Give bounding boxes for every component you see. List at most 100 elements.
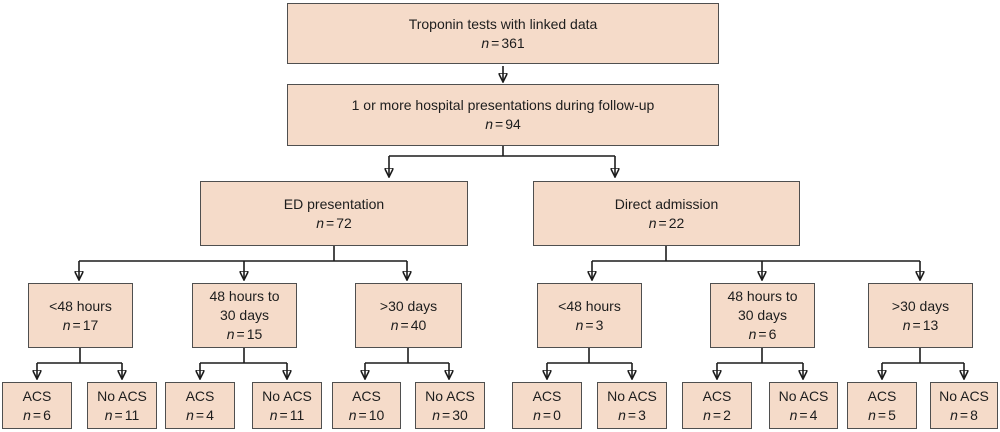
n-value: 30 — [452, 406, 468, 423]
eq-symbol: = — [358, 406, 367, 423]
node-count: n=4 — [186, 406, 214, 425]
flow-node-ed-48h-30d-acs: ACS n=4 — [165, 382, 235, 429]
node-count: n=3 — [576, 316, 604, 335]
eq-symbol: = — [32, 406, 42, 423]
node-count: n=6 — [749, 325, 777, 344]
flow-node-ed-gt30d-acs: ACS n=10 — [332, 382, 401, 429]
node-label: No ACS — [425, 387, 475, 404]
n-symbol: n — [348, 406, 357, 423]
n-symbol: n — [533, 406, 541, 423]
node-label: Direct admission — [614, 195, 719, 212]
node-label: ED presentation — [283, 195, 385, 212]
eq-symbol: = — [72, 316, 81, 333]
eq-symbol: = — [542, 406, 552, 423]
eq-symbol: = — [758, 326, 767, 342]
eq-symbol: = — [877, 406, 887, 423]
n-symbol: n — [648, 214, 657, 231]
n-value: 11 — [289, 406, 305, 423]
node-count: n=22 — [649, 214, 685, 233]
n-symbol: n — [186, 406, 194, 423]
n-symbol: n — [703, 406, 711, 423]
n-value: 0 — [553, 406, 561, 423]
n-symbol: n — [269, 406, 278, 423]
flow-node-followup: 1 or more hospital presentations during … — [287, 84, 719, 146]
node-label: 1 or more hospital presentations during … — [351, 97, 655, 113]
node-count: n=2 — [703, 406, 731, 425]
n-symbol: n — [575, 316, 584, 333]
node-label: ACS — [532, 387, 562, 404]
eq-symbol: = — [959, 406, 969, 423]
n-value: 5 — [888, 406, 896, 423]
n-value: 8 — [970, 406, 978, 423]
node-label: No ACS — [262, 387, 312, 404]
node-count: n=72 — [316, 214, 352, 233]
node-count: n=0 — [533, 406, 561, 425]
node-label: No ACS — [778, 387, 829, 404]
flow-node-direct-48h-30d-acs: ACS n=2 — [682, 382, 752, 429]
n-value: 22 — [668, 214, 685, 231]
eq-symbol: = — [400, 316, 409, 333]
n-value: 4 — [809, 406, 818, 423]
n-symbol: n — [950, 406, 958, 423]
node-count: n=94 — [485, 115, 521, 134]
n-symbol: n — [390, 316, 399, 333]
node-label: No ACS — [939, 387, 989, 404]
node-count: n=10 — [349, 406, 385, 425]
eq-symbol: = — [799, 406, 808, 423]
node-count: n=8 — [950, 406, 978, 425]
node-label: <48 hours — [49, 297, 112, 314]
eq-symbol: = — [491, 34, 500, 51]
node-count: n=4 — [790, 406, 818, 425]
flow-node-direct-lt48h-noacs: No ACS n=3 — [597, 382, 667, 429]
n-value: 40 — [410, 316, 427, 333]
n-symbol: n — [432, 406, 441, 423]
node-count: n=40 — [391, 316, 427, 335]
flow-node-direct-gt30d: >30 days n=13 — [868, 283, 973, 348]
n-symbol: n — [789, 406, 798, 423]
n-value: 94 — [505, 116, 521, 132]
n-value: 3 — [595, 316, 604, 333]
eq-symbol: = — [912, 316, 921, 333]
node-count: n=11 — [270, 406, 305, 425]
flow-node-root: Troponin tests with linked data n=361 — [287, 3, 719, 64]
n-value: 15 — [246, 326, 263, 342]
n-symbol: n — [226, 326, 235, 342]
node-label: Troponin tests with linked data — [408, 15, 598, 32]
node-label: No ACS — [97, 387, 147, 404]
node-count: n=361 — [481, 34, 524, 53]
eq-symbol: = — [658, 214, 667, 231]
flow-node-direct-48h-30d: 48 hours to 30 days n=6 — [710, 283, 815, 348]
node-count: n=6 — [23, 406, 51, 425]
eq-symbol: = — [495, 116, 504, 132]
n-value: 11 — [124, 406, 140, 423]
eq-symbol: = — [236, 326, 245, 342]
node-label: ACS — [22, 387, 52, 404]
flow-node-direct-lt48h-acs: ACS n=0 — [512, 382, 582, 429]
flow-node-ed-lt48h-acs: ACS n=6 — [2, 382, 72, 429]
node-count: n=30 — [432, 406, 468, 425]
node-label: >30 days — [891, 297, 950, 314]
flow-node-direct-lt48h: <48 hours n=3 — [537, 283, 642, 348]
flow-node-ed-lt48h-noacs: No ACS n=11 — [87, 382, 157, 429]
node-label: ACS — [185, 387, 215, 404]
n-value: 72 — [336, 214, 352, 231]
flow-node-ed-48h-30d: 48 hours to 30 days n=15 — [192, 283, 297, 348]
eq-symbol: = — [279, 406, 288, 423]
flow-node-ed-gt30d: >30 days n=40 — [355, 283, 462, 348]
flow-node-ed-48h-30d-noacs: No ACS n=11 — [252, 382, 322, 429]
node-label: ACS — [867, 387, 897, 404]
eq-symbol: = — [114, 406, 123, 423]
node-count: n=17 — [63, 316, 99, 335]
eq-symbol: = — [442, 406, 451, 423]
eq-symbol: = — [326, 214, 335, 231]
eq-symbol: = — [712, 406, 722, 423]
n-value: 13 — [922, 316, 939, 333]
flow-node-direct-gt30d-noacs: No ACS n=8 — [930, 382, 998, 429]
n-symbol: n — [868, 406, 876, 423]
node-count: n=5 — [868, 406, 896, 425]
n-symbol: n — [62, 316, 71, 333]
node-count: n=15 — [227, 325, 263, 344]
node-count: n=11 — [105, 406, 140, 425]
